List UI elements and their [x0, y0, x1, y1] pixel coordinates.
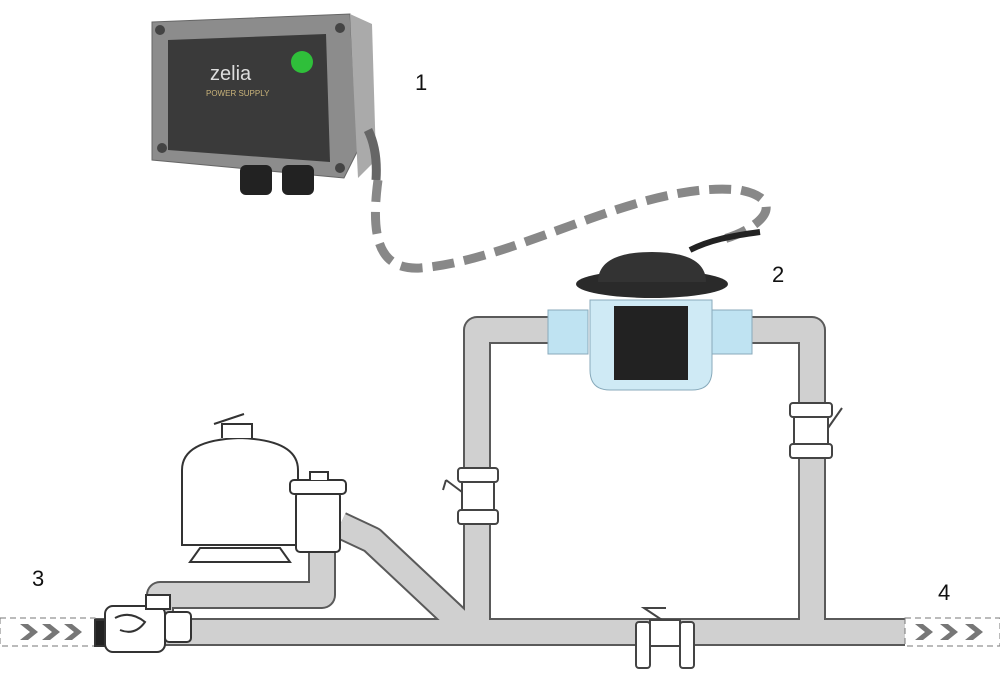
valve-right — [789, 402, 843, 459]
pipework — [0, 316, 1000, 646]
label-4: 4 — [938, 580, 951, 605]
valve-left — [442, 467, 499, 525]
flow-arrows-inlet — [0, 617, 96, 647]
sand-filter — [181, 413, 347, 563]
label-1: 1 — [415, 70, 428, 95]
electrolysis-cell — [547, 229, 761, 391]
power-supply-unit: zelia POWER SUPPLY — [151, 13, 381, 195]
flow-arrows-outlet — [904, 617, 1000, 647]
brand-logo: zelia — [210, 63, 252, 85]
label-2: 2 — [772, 262, 785, 287]
power-led — [291, 51, 313, 73]
label-3: 3 — [32, 566, 45, 591]
power-cable — [371, 179, 771, 273]
pump — [94, 594, 192, 653]
valve-bottom — [635, 607, 695, 669]
svg-text:POWER SUPPLY: POWER SUPPLY — [206, 89, 270, 98]
